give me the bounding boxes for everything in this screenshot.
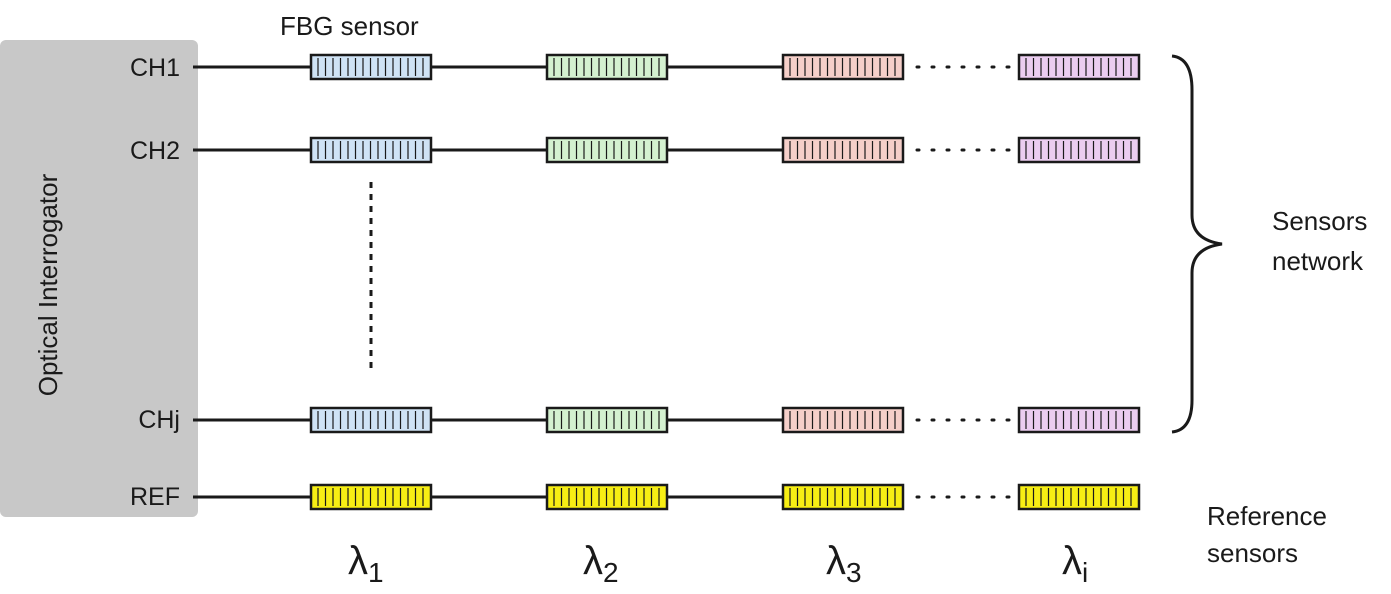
- fbg-grating-lines: [553, 411, 660, 429]
- fbg-grating-lines: [553, 488, 660, 506]
- fbg-sensor-ref-3: [781, 483, 905, 511]
- fbg-sensor-ch1-4: [1017, 53, 1141, 81]
- fbg-grating-lines: [789, 58, 896, 76]
- fbg-sensor-ch1-3: [781, 53, 905, 81]
- fbg-sensor-ref-4: [1017, 483, 1141, 511]
- fbg-grating-lines: [317, 141, 424, 159]
- wavelength-label-2: λ2: [583, 539, 619, 588]
- fbg-grating-lines: [317, 411, 424, 429]
- sensors-network-brace: [1171, 54, 1223, 434]
- fbg-grating-lines: [1025, 488, 1132, 506]
- wavelength-label-i: λi: [1062, 539, 1088, 588]
- fbg-grating-lines: [553, 58, 660, 76]
- reference-sensors-label-line2: sensors: [1207, 538, 1298, 568]
- channel-label-ref: REF: [130, 483, 180, 511]
- wavelength-label-3: λ3: [826, 539, 862, 588]
- channel-label-ch1: CH1: [130, 54, 180, 82]
- fbg-grating-lines: [1025, 141, 1132, 159]
- wavelength-label-1: λ1: [348, 539, 384, 588]
- fbg-grating-lines: [553, 141, 660, 159]
- fbg-sensor-label: FBG sensor: [280, 11, 419, 41]
- fbg-sensor-ref-1: [309, 483, 433, 511]
- fbg-grating-lines: [317, 488, 424, 506]
- channel-label-ch2: CH2: [130, 137, 180, 165]
- fbg-sensor-ch1-1: [309, 53, 433, 81]
- fiber-lines: [193, 65, 1013, 499]
- fbg-sensor-chj-3: [781, 406, 905, 434]
- fbg-grating-lines: [1025, 411, 1132, 429]
- fbg-sensors: [309, 53, 1141, 511]
- fbg-sensor-chj-4: [1017, 406, 1141, 434]
- reference-sensors-label-line1: Reference: [1207, 501, 1327, 531]
- sensors-network-label-line1: Sensors: [1272, 206, 1367, 236]
- fbg-sensor-ch2-4: [1017, 136, 1141, 164]
- optical-interrogator-box: [0, 40, 198, 517]
- fbg-sensor-ref-2: [545, 483, 669, 511]
- fbg-grating-lines: [789, 141, 896, 159]
- fbg-grating-lines: [1025, 58, 1132, 76]
- fbg-sensor-ch2-1: [309, 136, 433, 164]
- fbg-grating-lines: [789, 488, 896, 506]
- channel-label-chj: CHj: [138, 406, 180, 434]
- optical-interrogator: Optical Interrogator: [0, 40, 198, 517]
- fbg-sensor-ch1-2: [545, 53, 669, 81]
- sensors-network-label-line2: network: [1272, 246, 1364, 276]
- fbg-sensor-ch2-2: [545, 136, 669, 164]
- fbg-sensor-chj-1: [309, 406, 433, 434]
- fbg-grating-lines: [317, 58, 424, 76]
- fbg-sensor-ch2-3: [781, 136, 905, 164]
- fbg-sensor-chj-2: [545, 406, 669, 434]
- fbg-grating-lines: [789, 411, 896, 429]
- optical-interrogator-label: Optical Interrogator: [33, 173, 63, 396]
